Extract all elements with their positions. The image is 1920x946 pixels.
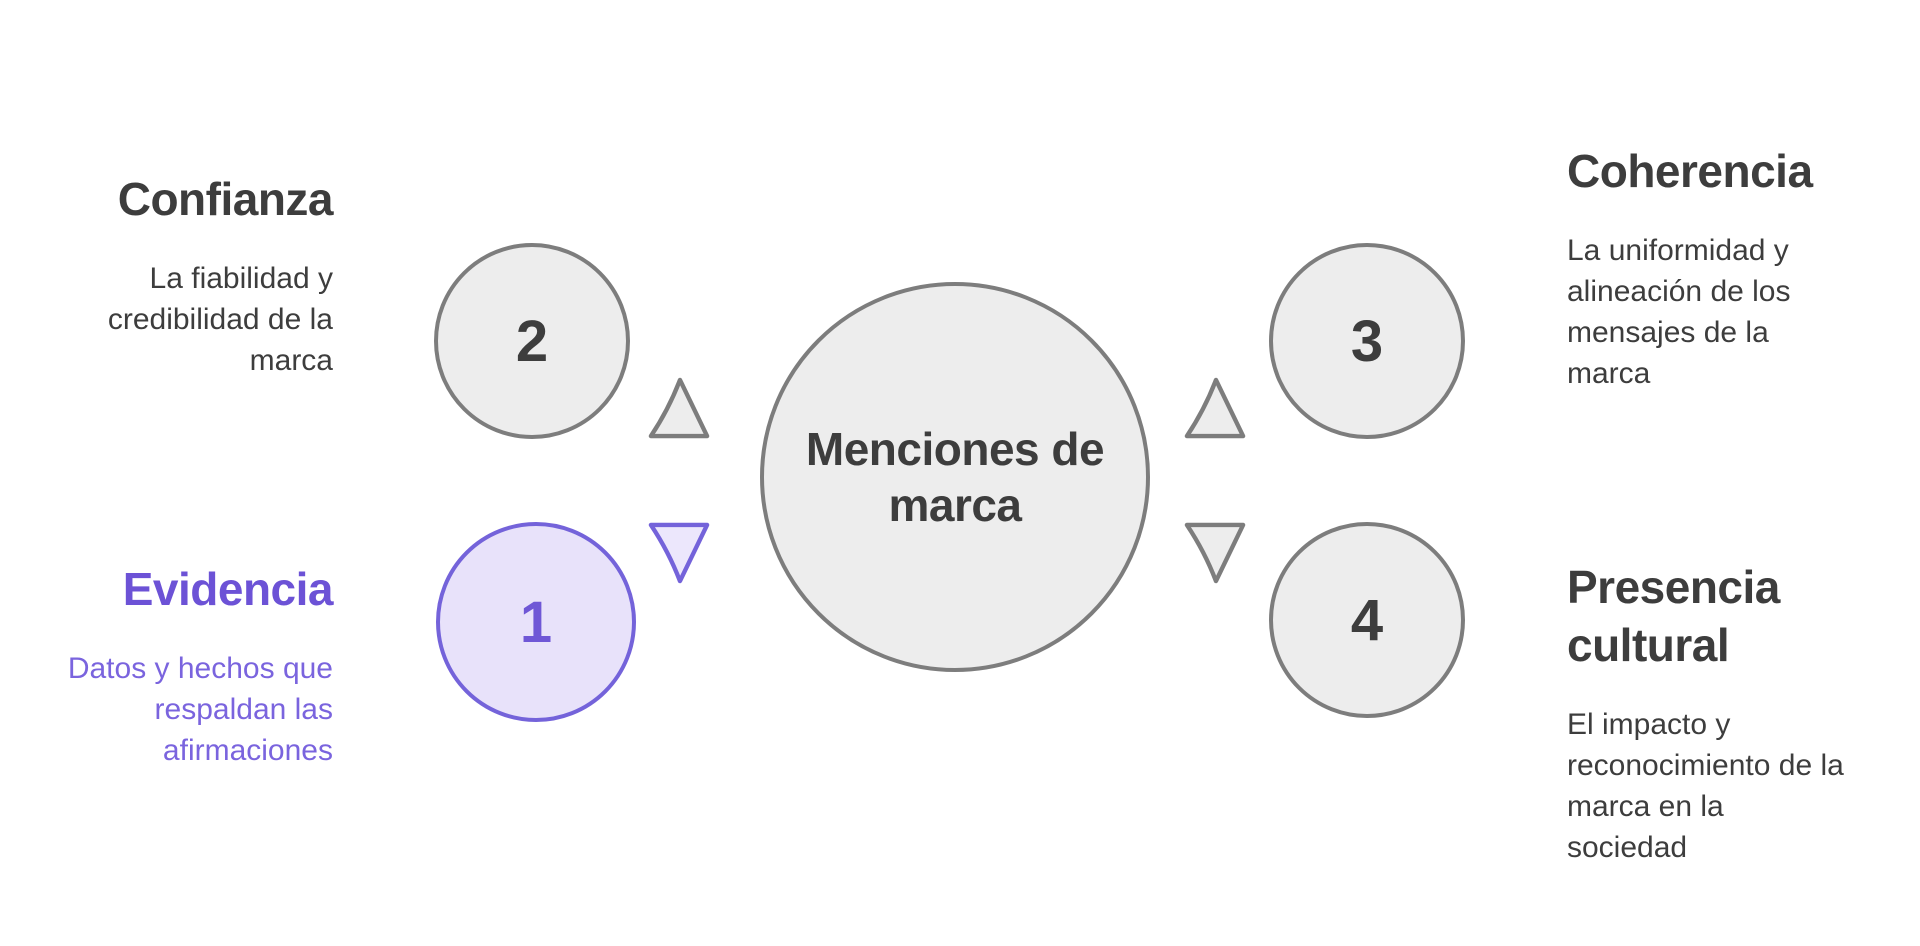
- node-number-1: 1: [519, 589, 553, 655]
- presencia-cultural-description: El impacto y reconocimiento de la marca …: [1567, 708, 1844, 864]
- triangle-up-icon: [648, 377, 710, 439]
- text-block-confianza: Confianza La fiabilidad y credibilidad d…: [0, 170, 334, 381]
- node-circle-2: 2: [434, 243, 630, 439]
- node-circle-1-highlighted: 1: [436, 522, 636, 722]
- evidencia-title: Evidencia: [122, 563, 334, 615]
- presencia-cultural-title: Presencia cultural: [1567, 561, 1780, 671]
- center-circle: Menciones de marca: [760, 282, 1150, 672]
- node-number-3: 3: [1350, 308, 1384, 374]
- coherencia-description: La uniformidad y alineación de los mensa…: [1567, 234, 1791, 390]
- confianza-title: Confianza: [117, 173, 334, 225]
- node-number-2: 2: [515, 308, 549, 374]
- coherencia-title: Coherencia: [1567, 145, 1813, 197]
- text-block-coherencia: Coherencia La uniformidad y alineación d…: [1567, 142, 1897, 394]
- text-block-presencia: Presencia cultural El impacto y reconoci…: [1567, 558, 1912, 868]
- triangle-down-highlighted-icon: [648, 522, 710, 584]
- center-circle-label: Menciones de marca: [805, 423, 1105, 531]
- evidencia-description: Datos y hechos que respaldan las afirmac…: [67, 652, 333, 767]
- text-block-evidencia: Evidencia Datos y hechos que respaldan l…: [0, 560, 334, 771]
- node-number-4: 4: [1350, 587, 1384, 653]
- node-circle-3: 3: [1269, 243, 1465, 439]
- triangle-down-icon: [1184, 522, 1246, 584]
- confianza-description: La fiabilidad y credibilidad de la marca: [107, 262, 333, 377]
- triangle-up-icon: [1184, 377, 1246, 439]
- node-circle-4: 4: [1269, 522, 1465, 718]
